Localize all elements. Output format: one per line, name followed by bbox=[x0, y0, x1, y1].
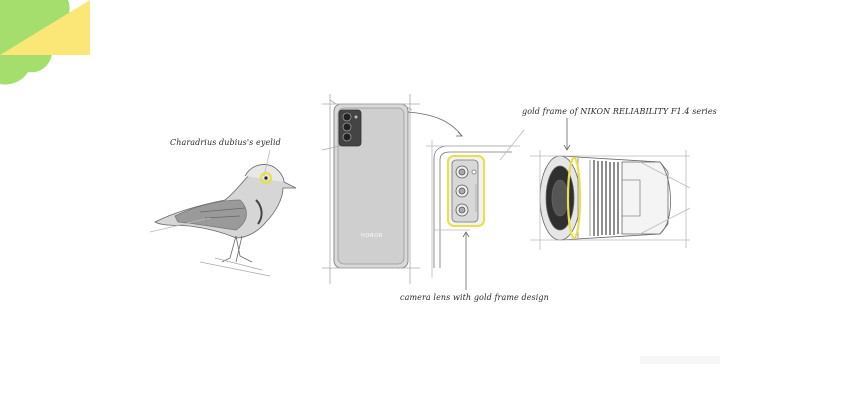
watermark bbox=[640, 356, 720, 364]
bird-eye bbox=[264, 176, 267, 179]
phone-back-sketch bbox=[322, 94, 420, 284]
phone-brand-text: HONOR bbox=[361, 233, 383, 239]
label-camera-lens: camera lens with gold frame design bbox=[400, 293, 549, 302]
phone-side-sketch bbox=[426, 130, 524, 278]
label-gold-frame: gold frame of NIKON RELIABILITY F1.4 ser… bbox=[522, 107, 717, 116]
lens-sketch bbox=[530, 150, 690, 250]
bird-sketch bbox=[150, 150, 296, 276]
transition-arrow bbox=[408, 112, 462, 136]
label-eyelid: Charadrius dubius's eyelid bbox=[170, 138, 281, 147]
